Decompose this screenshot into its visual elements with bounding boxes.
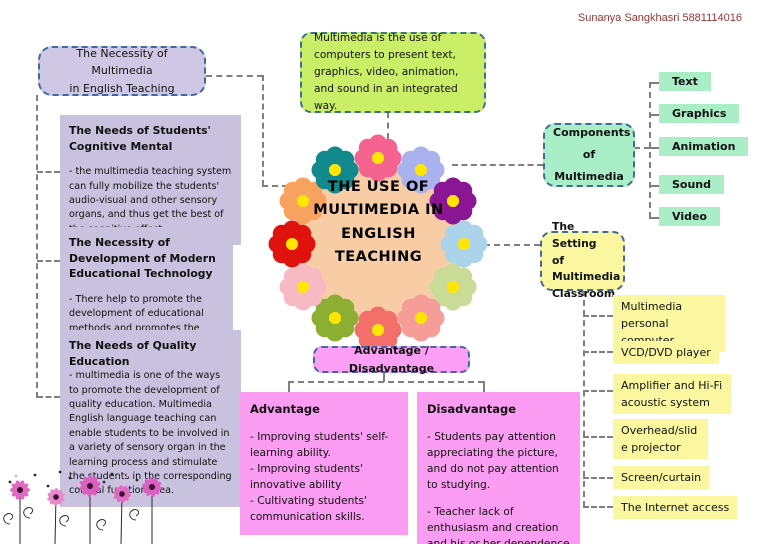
disadvantage-box[interactable]: Disadvantage - Students pay attention ap… [417, 392, 580, 544]
connector [649, 82, 660, 84]
advantage-disadvantage-bubble[interactable]: Advantage / Disadvantage [313, 344, 470, 375]
connector [649, 147, 660, 149]
chip-label: VCD/DVD player [621, 346, 711, 359]
connector [37, 171, 60, 173]
author-name: Sunanya Sangkhasri 5881114016 [577, 12, 742, 24]
daisy [10, 480, 30, 500]
disadvantage-item: - Teacher lack of enthusiasm and creatio… [427, 505, 570, 544]
setting-label-line3: Classroom [552, 287, 616, 301]
flower-icon [354, 134, 402, 182]
connector [583, 506, 613, 508]
title-line: THE USE OF [327, 179, 430, 195]
connector [206, 75, 263, 77]
chip-label: Text [672, 75, 698, 88]
connector [262, 75, 264, 186]
setting-item-screen[interactable]: Screen/curtain [613, 466, 710, 490]
connector [288, 381, 290, 392]
connector [583, 477, 613, 479]
connector [649, 217, 660, 219]
chip-label: Overhead/slid e projector [621, 424, 698, 455]
connector [383, 372, 385, 382]
chip-label: Video [672, 210, 707, 223]
setting-item-overhead[interactable]: Overhead/slid e projector [613, 419, 708, 460]
component-item-text[interactable]: Text [659, 72, 711, 91]
connector [464, 244, 540, 246]
chip-label: Sound [672, 178, 712, 191]
connector [649, 114, 660, 116]
necessity-line2: in English Teaching [69, 81, 175, 95]
advantage-item: - Cultivating students' communication sk… [250, 494, 367, 523]
setting-bubble[interactable]: The Setting of Multimedia Classroom [540, 220, 625, 300]
title-line: ENGLISH [341, 225, 416, 242]
connector [36, 95, 38, 398]
setting-item-internet[interactable]: The Internet access [613, 496, 738, 520]
component-item-animation[interactable]: Animation [659, 137, 749, 156]
advantage-heading: Advantage [250, 402, 320, 416]
connector [649, 185, 660, 187]
spacer [69, 282, 224, 293]
necessity-bubble[interactable]: The Necessity of Multimedia in English T… [38, 46, 206, 96]
chip-label: Screen/curtain [621, 471, 702, 484]
decorative-flowers [3, 470, 162, 544]
chip-label: Graphics [672, 107, 727, 120]
setting-label-line2: of Multimedia [552, 253, 621, 284]
connector [37, 260, 60, 262]
daisy [47, 488, 65, 506]
connector [387, 112, 389, 160]
connector [583, 351, 613, 353]
note-cognitive-mental[interactable]: The Needs of Students' Cognitive Mental … [60, 115, 241, 246]
daisy [113, 485, 131, 503]
component-item-sound[interactable]: Sound [659, 175, 725, 194]
daisy [142, 477, 162, 497]
advantage-disadvantage-label: Advantage / Disadvantage [348, 344, 435, 375]
definition-text: Multimedia is the use of computers to pr… [314, 32, 459, 112]
chip-label: Multimedia personal computer [621, 300, 683, 347]
chip-label: Amplifier and Hi-Fi acoustic system [621, 379, 723, 410]
central-topic-title: THE USE OF MULTIMEDIA IN ENGLISH TEACHIN… [295, 176, 462, 270]
connector [452, 164, 543, 166]
advantage-item: - Improving students' self-learning abil… [250, 431, 389, 460]
necessity-line1: The Necessity of Multimedia [76, 47, 168, 78]
connector [288, 381, 484, 383]
spacer [69, 154, 232, 165]
connector [583, 315, 613, 317]
connector [649, 82, 651, 218]
title-line: MULTIMEDIA IN [313, 202, 444, 219]
note-heading: The Needs of Students' Cognitive Mental [69, 124, 211, 153]
disadvantage-heading: Disadvantage [427, 402, 517, 416]
connector [37, 396, 60, 398]
setting-item-vcd[interactable]: VCD/DVD player [613, 341, 719, 365]
connector [583, 436, 613, 438]
setting-item-amplifier[interactable]: Amplifier and Hi-Fi acoustic system [613, 374, 731, 415]
title-line: TEACHING [334, 249, 423, 266]
components-label-line2: of Multimedia [554, 148, 624, 183]
setting-label-line1: The Setting [552, 220, 597, 250]
daisy [79, 475, 101, 497]
definition-bubble[interactable]: Multimedia is the use of computers to pr… [300, 32, 486, 113]
components-label-line1: Components [553, 126, 631, 139]
component-item-graphics[interactable]: Graphics [659, 104, 740, 123]
flower-icon [397, 294, 445, 342]
note-heading: The Necessity of Development of Modern E… [69, 236, 216, 281]
disadvantage-item: - Students pay attention appreciating th… [427, 431, 559, 491]
chip-label: Animation [672, 140, 736, 153]
advantage-box[interactable]: Advantage - Improving students' self-lea… [240, 392, 408, 535]
connector [483, 381, 485, 392]
connector [583, 290, 585, 507]
connector [583, 390, 613, 392]
flower-icon [279, 263, 327, 311]
chip-label: The Internet access [621, 501, 730, 514]
connector [634, 147, 650, 149]
advantage-item: - Improving students' innovative ability [250, 463, 363, 491]
components-bubble[interactable]: Components of Multimedia [543, 123, 635, 187]
note-heading: The Needs of Quality Education [69, 339, 197, 368]
component-item-video[interactable]: Video [659, 207, 720, 226]
